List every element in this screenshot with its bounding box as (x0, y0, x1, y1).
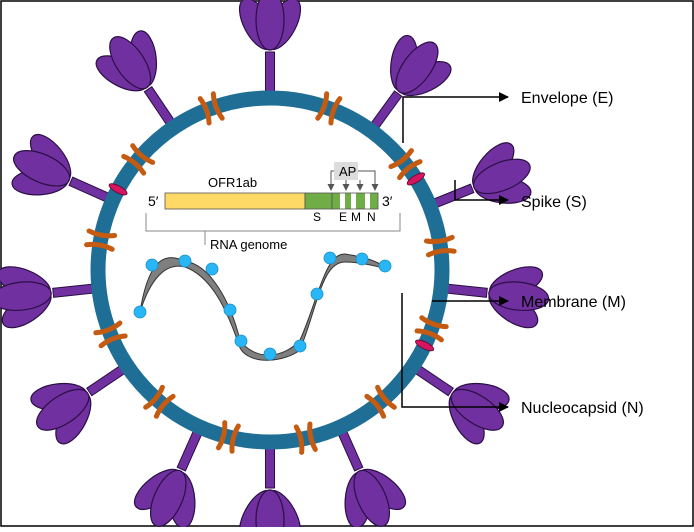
m-gene-label: M (351, 210, 361, 224)
nucleocapsid-proteins (133, 251, 392, 361)
ap-arrow (358, 170, 379, 191)
nucleocapsid-protein (323, 251, 337, 265)
genome-bracket (145, 213, 401, 232)
envelope-pointer (402, 92, 509, 143)
five-prime-label: 5′ (148, 193, 159, 209)
envelope-label: Envelope (E) (521, 90, 614, 107)
viral-membrane-ring (90, 90, 450, 450)
nucleocapsid-protein (378, 259, 392, 273)
gene-gap (340, 193, 345, 209)
n-gene-label: N (367, 210, 376, 224)
three-prime-label: 3′ (382, 193, 393, 209)
gene-block (332, 193, 340, 209)
nucleocapsid-protein (310, 287, 324, 301)
genome-map: 5′ OFR1ab 3′ AP S E M N RNA genome (145, 162, 401, 252)
structural-genes-outline (331, 192, 379, 210)
ofr1ab-segment (164, 192, 306, 210)
spike-protein (0, 249, 104, 338)
nucleocapsid-protein (223, 303, 237, 317)
ap-box (334, 162, 358, 180)
ap-label: AP (339, 164, 356, 179)
spike-protein (231, 441, 309, 532)
gene-gap (351, 193, 356, 209)
callout-lines (401, 92, 509, 412)
s-gene-segment (304, 192, 333, 210)
nucleocapsid-protein (234, 334, 248, 348)
ofr1ab-label: OFR1ab (208, 175, 257, 190)
nucleocapsid-protein (178, 254, 192, 268)
membrane-label: Membrane (M) (521, 294, 626, 311)
spike-pointer (454, 180, 509, 205)
n-gene-segment (370, 193, 378, 209)
nucleocapsid-label: Nucleocapsid (N) (521, 400, 644, 417)
rna-genome-label: RNA genome (210, 237, 287, 252)
e-gene-label: E (339, 210, 347, 224)
nucleocapsid-pointer (401, 293, 509, 412)
e-gene-segment (345, 193, 351, 209)
spike-protein (231, 0, 309, 99)
s-gene-label: S (313, 210, 321, 224)
gene-gap (365, 193, 370, 209)
nucleocapsid-protein (133, 305, 147, 319)
nucleocapsid-protein (145, 258, 159, 272)
ap-arrow (327, 170, 335, 191)
nucleocapsid-protein (355, 252, 369, 266)
nucleocapsid-protein (293, 339, 307, 353)
spike-label: Spike (S) (521, 194, 587, 211)
m-gene-segment (356, 193, 365, 209)
nucleocapsid-protein (263, 347, 277, 361)
nucleocapsid-protein (205, 262, 219, 276)
